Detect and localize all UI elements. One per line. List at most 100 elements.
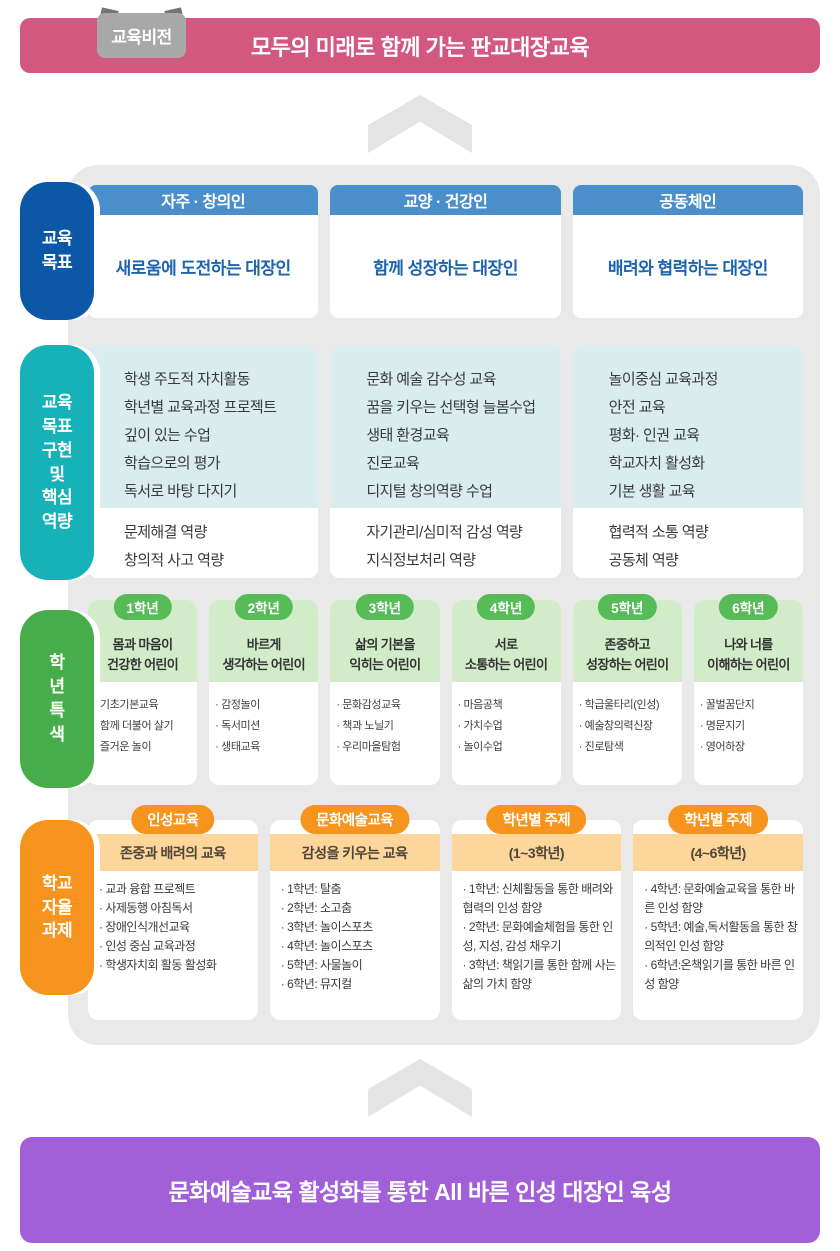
task-item: 4학년: 놀이스포츠 bbox=[281, 937, 435, 956]
grade-item-list: 감정놀이 독서미션 생태교육 bbox=[209, 682, 318, 785]
task-header: 존중과 배려의 교육 bbox=[88, 834, 258, 871]
competency-item: 창의적 사고 역량 bbox=[124, 552, 224, 569]
grade-title: 바르게 생각하는 어린이 bbox=[222, 637, 306, 672]
competency-item: 문제해결 역량 bbox=[124, 524, 207, 541]
grade-item-list: 학급울타리(인성) 예술창의력신장 진로탐색 bbox=[573, 682, 682, 785]
goal-card: 교양 · 건강인 함께 성장하는 대장인 bbox=[330, 185, 561, 318]
program-item: 안전 교육 bbox=[608, 399, 666, 416]
grade-item: 감정놀이 bbox=[215, 695, 316, 716]
task-item-list: 4학년: 문화예술교육을 통한 바른 인성 함양 5학년: 예술,독서활동을 통… bbox=[633, 871, 803, 1020]
vision-banner-title: 모두의 미래로 함께 가는 판교대장교육 bbox=[250, 34, 590, 60]
grade-item-list: 기초기본교육 함께 더불어 살기 즐거운 놀이 bbox=[88, 682, 197, 785]
competency-card: 놀이중심 교육과정 안전 교육 평화· 인권 교육 학교자치 활성화 기본 생활… bbox=[572, 345, 803, 578]
grade-item: 우리마을탐험 bbox=[336, 737, 437, 758]
competency-card: 문화 예술 감수성 교육 꿈을 키우는 선택형 늘봄수업 생태 환경교육 진로교… bbox=[330, 345, 561, 578]
task-badge: 문화예술교육 bbox=[300, 805, 410, 834]
task-header: 감성을 키우는 교육 bbox=[269, 834, 440, 871]
competency-item: 협력적 소통 역량 bbox=[608, 524, 709, 541]
grade-card-header: 6학년 나와 너를 이해하는 어린이 bbox=[693, 594, 804, 682]
task-item: 교과 융합 프로젝트 bbox=[99, 880, 253, 899]
task-badge: 학년별 주제 bbox=[668, 805, 768, 834]
program-item: 깊이 있는 수업 bbox=[124, 427, 211, 444]
grade-item: 마음공책 bbox=[458, 695, 559, 716]
grade-card-header: 1학년 몸과 마음이 건강한 어린이 bbox=[88, 594, 198, 682]
goal-card-body: 함께 성장하는 대장인 bbox=[373, 259, 518, 278]
competency-item: 지식정보처리 역량 bbox=[366, 552, 476, 569]
goal-card-header: 자주 · 창의인 bbox=[88, 185, 319, 215]
grade-item-list: 꿀벌꿈단지 명문지기 영어하장 bbox=[694, 682, 803, 785]
program-list: 학생 주도적 자치활동 학년별 교육과정 프로젝트 깊이 있는 수업 학습으로의… bbox=[88, 345, 319, 508]
program-list: 문화 예술 감수성 교육 꿈을 키우는 선택형 늘봄수업 생태 환경교육 진로교… bbox=[330, 345, 561, 508]
task-card: 학년별 주제 (1~3학년) 1학년: 신체활동을 통한 배려와 협력의 인성 … bbox=[451, 805, 622, 1020]
program-item: 놀이중심 교육과정 bbox=[608, 371, 719, 388]
grade-title: 나와 너를 이해하는 어린이 bbox=[707, 637, 790, 672]
grade-item: 가치수업 bbox=[458, 716, 559, 737]
tab-grade-features: 학 년 특 색 bbox=[20, 610, 94, 788]
tab-school-tasks: 학교 자율 과제 bbox=[20, 820, 94, 995]
main-panel: 자주 · 창의인 새로움에 도전하는 대장인 교양 · 건강인 함께 성장하는 … bbox=[68, 165, 820, 1045]
grades-row: 1학년 몸과 마음이 건강한 어린이 기초기본교육 함께 더불어 살기 즐거운 … bbox=[88, 594, 804, 785]
grade-card: 2학년 바르게 생각하는 어린이 감정놀이 독서미션 생태교육 bbox=[209, 594, 319, 785]
tasks-row: 인성교육 존중과 배려의 교육 교과 융합 프로젝트 사제동행 아침독서 장애인… bbox=[88, 805, 803, 1020]
grade-badge: 4학년 bbox=[476, 594, 536, 620]
task-item: 1학년: 탈춤 bbox=[281, 880, 435, 899]
tab-education-goals: 교육 목표 bbox=[20, 182, 94, 320]
grade-badge: 2학년 bbox=[234, 594, 293, 620]
program-item: 학생 주도적 자치활동 bbox=[124, 371, 251, 388]
program-item: 진로교육 bbox=[366, 455, 420, 472]
program-item: 생태 환경교육 bbox=[366, 427, 450, 444]
task-item: 2학년: 문화예술체험을 통한 인성, 지성, 감성 채우기 bbox=[463, 918, 617, 956]
task-item: 5학년: 사물놀이 bbox=[281, 956, 435, 975]
grade-item: 꿀벌꿈단지 bbox=[700, 695, 801, 716]
task-item: 장애인식개선교육 bbox=[99, 918, 253, 937]
chevron-up-icon bbox=[368, 95, 472, 153]
tab-core-competency: 교육 목표 구현 및 핵심 역량 bbox=[20, 345, 94, 580]
task-badge: 학년별 주제 bbox=[486, 805, 587, 834]
goals-row: 자주 · 창의인 새로움에 도전하는 대장인 교양 · 건강인 함께 성장하는 … bbox=[88, 185, 803, 318]
grade-badge: 5학년 bbox=[598, 594, 657, 620]
grade-item-list: 마음공책 가치수업 놀이수업 bbox=[452, 682, 561, 785]
goal-card-header: 공동체인 bbox=[572, 185, 803, 215]
competency-item: 공동체 역량 bbox=[608, 552, 679, 569]
task-header: (1~3학년) bbox=[451, 834, 622, 871]
task-item-list: 교과 융합 프로젝트 사제동행 아침독서 장애인식개선교육 인성 중심 교육과정… bbox=[88, 871, 258, 1020]
task-badge: 인성교육 bbox=[131, 805, 215, 834]
goal-card-body: 새로움에 도전하는 대장인 bbox=[115, 259, 292, 278]
grade-card: 3학년 삶의 기본을 익히는 어린이 문화감성교육 책과 노닐기 우리마을탐험 bbox=[330, 594, 440, 785]
program-item: 학습으로의 평가 bbox=[124, 455, 221, 472]
grade-title: 몸과 마음이 건강한 어린이 bbox=[106, 637, 179, 672]
grade-card-header: 3학년 삶의 기본을 익히는 어린이 bbox=[330, 594, 440, 682]
task-item: 4학년: 문화예술교육을 통한 바른 인성 함양 bbox=[644, 880, 798, 918]
vision-header: 모두의 미래로 함께 가는 판교대장교육 교육비전 bbox=[0, 0, 840, 73]
grade-item: 함께 더불어 살기 bbox=[94, 716, 195, 737]
program-item: 꿈을 키우는 선택형 늘봄수업 bbox=[366, 399, 536, 416]
program-item: 문화 예술 감수성 교육 bbox=[366, 371, 496, 388]
vision-badge-label: 교육비전 bbox=[97, 13, 186, 58]
goal-card: 공동체인 배려와 협력하는 대장인 bbox=[572, 185, 803, 318]
task-item: 학생자치회 활동 활성화 bbox=[99, 956, 253, 975]
grade-card-header: 2학년 바르게 생각하는 어린이 bbox=[209, 594, 319, 682]
task-item: 인성 중심 교육과정 bbox=[99, 937, 253, 956]
grade-item: 명문지기 bbox=[700, 716, 801, 737]
grade-title: 삶의 기본을 익히는 어린이 bbox=[349, 637, 421, 672]
grade-card: 6학년 나와 너를 이해하는 어린이 꿀벌꿈단지 명문지기 영어하장 bbox=[693, 594, 804, 785]
goal-card-body: 배려와 협력하는 대장인 bbox=[607, 259, 768, 278]
grade-item: 학급울타리(인성) bbox=[579, 695, 680, 716]
vision-badge: 교육비전 bbox=[97, 7, 186, 58]
task-item: 2학년: 소고춤 bbox=[281, 899, 435, 918]
program-item: 디지털 창의역량 수업 bbox=[366, 483, 493, 500]
goal-card-header: 교양 · 건강인 bbox=[330, 185, 561, 215]
grade-item: 생태교육 bbox=[215, 737, 316, 758]
grade-badge: 3학년 bbox=[355, 594, 415, 620]
program-list: 놀이중심 교육과정 안전 교육 평화· 인권 교육 학교자치 활성화 기본 생활… bbox=[572, 345, 803, 508]
grade-item: 문화감성교육 bbox=[336, 695, 437, 716]
grade-item: 즐거운 놀이 bbox=[94, 737, 195, 758]
grade-item: 독서미션 bbox=[215, 716, 316, 737]
competency-list: 협력적 소통 역량 공동체 역량 bbox=[572, 508, 803, 578]
task-item-list: 1학년: 신체활동을 통한 배려와 협력의 인성 함양 2학년: 문화예술체험을… bbox=[452, 871, 622, 1020]
task-header: (4~6학년) bbox=[633, 834, 803, 871]
grade-item-list: 문화감성교육 책과 노닐기 우리마을탐험 bbox=[330, 682, 439, 785]
task-item: 3학년: 놀이스포츠 bbox=[281, 918, 435, 937]
task-item-list: 1학년: 탈춤 2학년: 소고춤 3학년: 놀이스포츠 4학년: 놀이스포츠 5… bbox=[270, 871, 440, 1020]
grade-item: 영어하장 bbox=[700, 737, 801, 758]
